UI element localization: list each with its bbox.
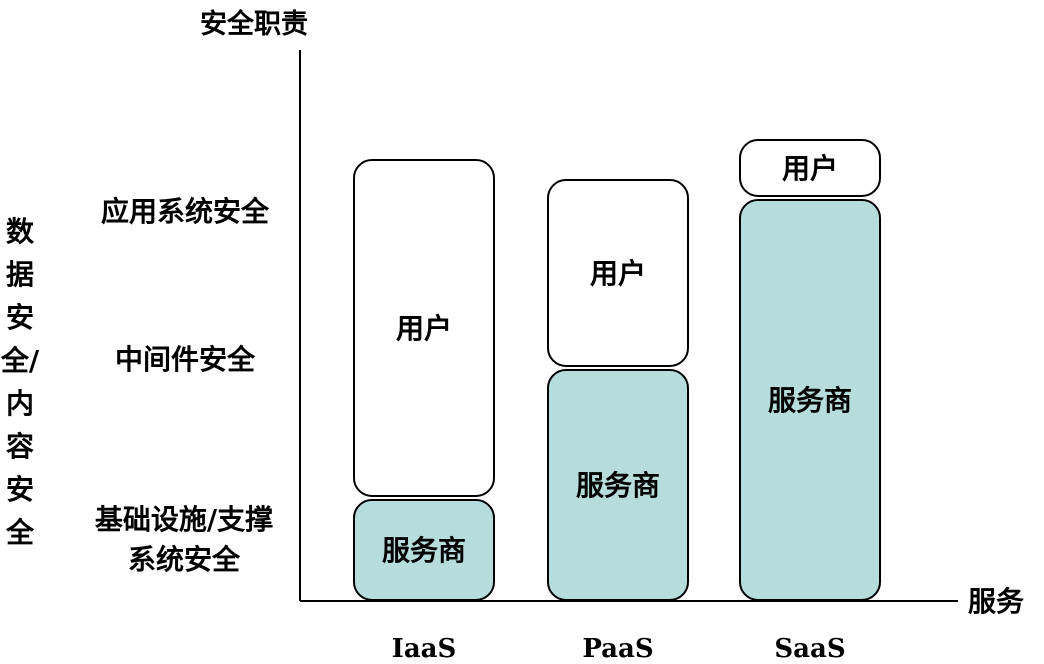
y-axis-title: 安全职责	[200, 9, 308, 40]
layer-label-app: 应用系统安全	[100, 195, 269, 228]
provider-segment	[547, 369, 689, 601]
user-segment	[547, 179, 689, 367]
user-segment	[739, 139, 881, 197]
provider-segment	[739, 199, 881, 601]
layer-label-middleware: 中间件安全	[114, 343, 255, 376]
provider-segment-label: 服务商	[576, 469, 660, 502]
provider-segment-label: 服务商	[382, 534, 466, 567]
user-segment-label: 用户	[396, 312, 452, 345]
x-tick-label: SaaS	[774, 634, 846, 664]
side-label: 数据安全/内容安全	[0, 215, 40, 549]
x-axis-title: 服务	[968, 585, 1025, 618]
x-tick-label: PaaS	[582, 634, 654, 664]
layer-label-infra: 基础设施/支撑系统安全	[94, 503, 274, 576]
x-tick-label: IaaS	[391, 634, 457, 664]
user-segment	[353, 159, 495, 497]
provider-segment-label: 服务商	[768, 384, 852, 417]
user-segment-label: 用户	[590, 257, 646, 290]
user-segment-label: 用户	[782, 152, 838, 185]
provider-segment	[353, 499, 495, 601]
